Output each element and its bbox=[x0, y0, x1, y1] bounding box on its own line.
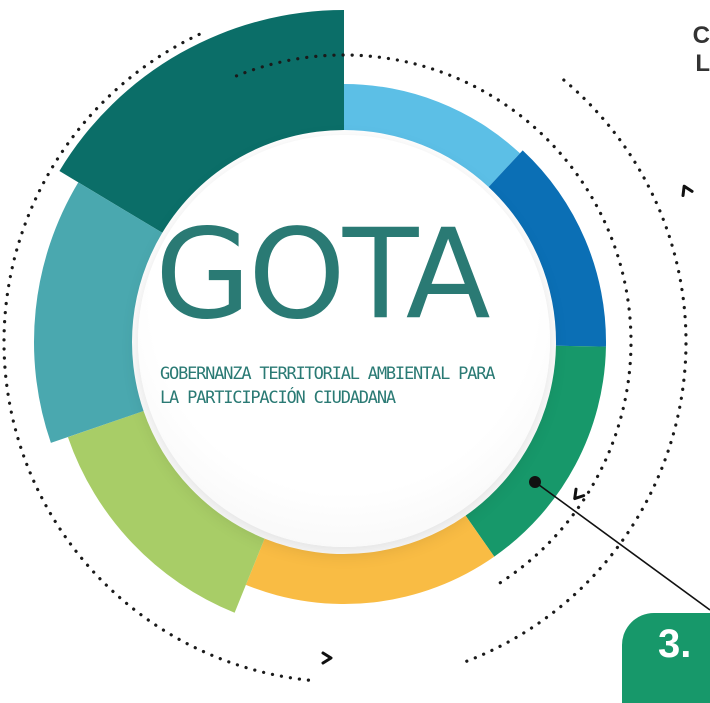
arrow-outer-right bbox=[681, 184, 694, 198]
ring-segment-green bbox=[465, 345, 606, 557]
brand-title: GOTA bbox=[155, 203, 491, 347]
corner-text-line-1: C bbox=[692, 22, 710, 49]
dotted-arc-inner-right bbox=[234, 53, 633, 587]
arrow-inner-right bbox=[573, 487, 586, 501]
connector-dot bbox=[529, 476, 541, 488]
brand-subtitle-line-1: GOBERNANZA TERRITORIAL AMBIENTAL PARA bbox=[160, 364, 495, 384]
corner-text-fragment: C L bbox=[686, 22, 710, 82]
ring-segment-dark-blue bbox=[488, 150, 606, 347]
ring-segment-dark-teal bbox=[59, 10, 344, 233]
ring-segment-lime bbox=[67, 411, 265, 613]
color-ring bbox=[33, 10, 606, 613]
step-badge bbox=[622, 613, 710, 703]
arrow-outer-left bbox=[321, 651, 333, 665]
dotted-arc-outer-right bbox=[459, 78, 688, 665]
arrows bbox=[321, 184, 694, 665]
ring-segment-light-blue bbox=[344, 84, 520, 187]
brand-subtitle: GOBERNANZA TERRITORIAL AMBIENTAL PARA LA… bbox=[160, 362, 560, 410]
center-disc bbox=[138, 135, 550, 547]
brand-subtitle-line-2: LA PARTICIPACIÓN CIUDADANA bbox=[160, 388, 396, 408]
connector-line bbox=[534, 481, 710, 611]
corner-text-line-2: L bbox=[695, 50, 710, 77]
dotted-arcs bbox=[2, 32, 688, 682]
step-number: 3. bbox=[658, 622, 692, 666]
ring-segment-light-teal bbox=[33, 182, 163, 443]
dotted-arc-outer-left bbox=[2, 32, 311, 682]
ring-segment-yellow bbox=[245, 515, 495, 605]
